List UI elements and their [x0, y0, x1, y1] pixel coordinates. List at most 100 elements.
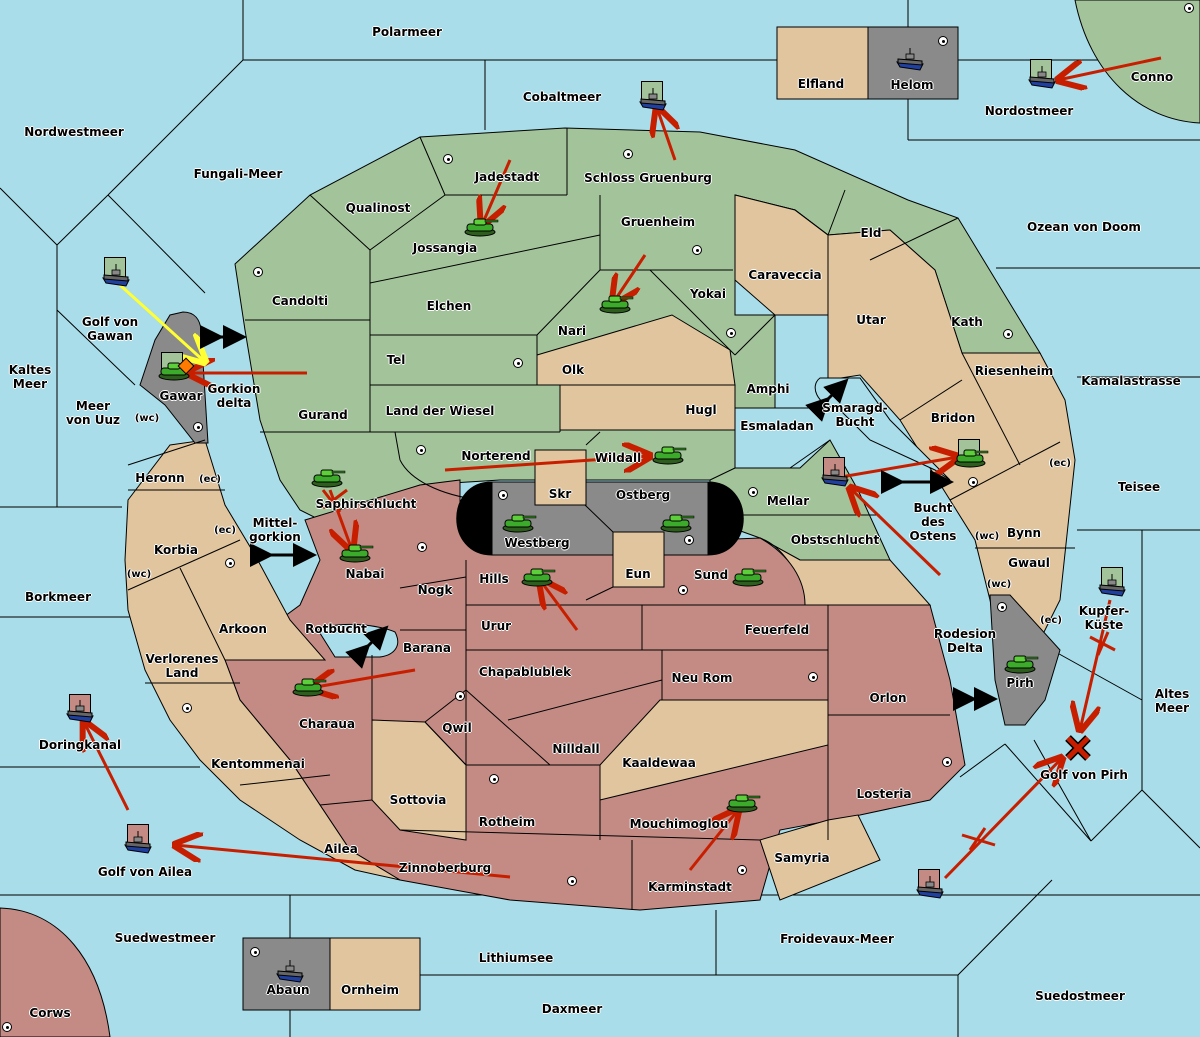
province-label[interactable]: Utar	[856, 313, 886, 327]
province-label[interactable]: Sottovia	[389, 793, 447, 807]
army-unit-sund[interactable]	[729, 566, 767, 590]
fleet-unit-doringkanal[interactable]	[63, 698, 97, 726]
province-label[interactable]: Caraveccia	[748, 268, 822, 282]
province-label[interactable]: Norterend	[461, 449, 531, 463]
sea-label[interactable]: Froidevaux-Meer	[780, 932, 894, 946]
sea-label[interactable]: Kaltes Meer	[8, 363, 52, 391]
province-label[interactable]: Hugl	[685, 403, 717, 417]
fleet-unit-cobaltmeer[interactable]	[636, 86, 670, 114]
province-label[interactable]: Abaun	[266, 983, 310, 997]
sea-label[interactable]: Rotbucht	[305, 622, 367, 636]
sea-label[interactable]: Mittel- gorkion	[249, 516, 301, 544]
province-label[interactable]: Nari	[557, 324, 587, 338]
province-label[interactable]: Kaaldewaa	[622, 756, 696, 770]
province-label[interactable]: Jadestadt	[474, 170, 540, 184]
province-label[interactable]: Amphi	[746, 382, 790, 396]
sea-label[interactable]: Kamalastrasse	[1081, 374, 1181, 388]
sea-label[interactable]: Polarmeer	[372, 25, 442, 39]
province-ornheim[interactable]	[329, 937, 421, 1011]
sea-label[interactable]: Meer von Uuz	[65, 399, 121, 427]
sea-label[interactable]: Rodesion Delta	[933, 627, 997, 655]
province-label[interactable]: Kentommenai	[211, 757, 305, 771]
sea-label[interactable]: Fungali-Meer	[193, 167, 283, 181]
province-label[interactable]: Verlorenes Land	[145, 652, 219, 680]
army-unit-jossangia[interactable]	[461, 216, 499, 240]
province-corws[interactable]	[0, 907, 111, 1037]
sea-label[interactable]: Gorkion delta	[207, 382, 261, 410]
army-unit-westberg[interactable]	[499, 512, 537, 536]
province-label[interactable]: Gruenheim	[620, 215, 696, 229]
province-label[interactable]: Saphirschlucht	[315, 497, 417, 511]
province-label[interactable]: Orlon	[869, 691, 907, 705]
sea-label[interactable]: Borkmeer	[25, 590, 91, 604]
sea-label[interactable]: Kupfer- Küste	[1078, 604, 1130, 632]
province-label[interactable]: Nogk	[417, 583, 453, 597]
province-label[interactable]: Yokai	[689, 287, 727, 301]
province-label[interactable]: Land der Wiesel	[385, 404, 495, 418]
sea-label[interactable]: Altes Meer	[1154, 687, 1190, 715]
army-unit-charaua[interactable]	[289, 676, 327, 700]
province-label[interactable]: Westberg	[504, 536, 570, 550]
army-unit-pirh[interactable]	[1001, 653, 1039, 677]
sea-label[interactable]: Cobaltmeer	[522, 90, 602, 104]
sea-label[interactable]: Lithiumsee	[478, 951, 554, 965]
fleet-unit-abaun[interactable]	[273, 958, 307, 986]
sea-label[interactable]: Ozean von Doom	[1027, 220, 1141, 234]
army-unit-mouchimoglou[interactable]	[723, 792, 761, 816]
province-label[interactable]: Skr	[548, 487, 572, 501]
army-unit-ostberg[interactable]	[657, 512, 695, 536]
province-label[interactable]: Candolti	[271, 294, 329, 308]
province-label[interactable]: Schloss Gruenburg	[584, 171, 712, 185]
fleet-unit-nordostmeer[interactable]	[1025, 64, 1059, 92]
sea-label[interactable]: Bucht des Ostens	[909, 501, 957, 543]
army-unit-hills[interactable]	[518, 566, 556, 590]
province-label[interactable]: Feuerfeld	[744, 623, 810, 637]
province-label[interactable]: Sund	[693, 568, 729, 582]
province-label[interactable]: Ornheim	[341, 983, 399, 997]
province-label[interactable]: Esmaladan	[740, 419, 814, 433]
sea-label[interactable]: Doringkanal	[38, 738, 122, 752]
province-label[interactable]: Barana	[403, 641, 451, 655]
province-label[interactable]: Mouchimoglou	[629, 817, 729, 831]
province-label[interactable]: Nabai	[345, 567, 385, 581]
sea-label[interactable]: Nordwestmeer	[24, 125, 124, 139]
province-label[interactable]: Samyria	[774, 851, 830, 865]
army-unit-nabai[interactable]	[336, 542, 374, 566]
province-label[interactable]: Ailea	[324, 842, 358, 856]
sea-label[interactable]: Golf von Ailea	[97, 865, 193, 879]
province-label[interactable]: Helom	[890, 78, 934, 92]
province-label[interactable]: Neu Rom	[671, 671, 733, 685]
province-label[interactable]: Zinnoberburg	[398, 861, 492, 875]
province-label[interactable]: Elchen	[426, 299, 472, 313]
province-label[interactable]: Obstschlucht	[790, 533, 880, 547]
sea-label[interactable]: Suedwestmeer	[114, 931, 216, 945]
fleet-unit-golf-von-ailea[interactable]	[121, 829, 155, 857]
fleet-unit-suedostmeer[interactable]	[913, 874, 947, 902]
province-label[interactable]: Qwil	[442, 721, 472, 735]
army-unit-bridon[interactable]	[951, 447, 989, 471]
province-label[interactable]: Bynn	[1006, 526, 1042, 540]
province-label[interactable]: Bridon	[930, 411, 976, 425]
province-label[interactable]: Eun	[625, 567, 651, 581]
province-label[interactable]: Corws	[29, 1006, 71, 1020]
province-label[interactable]: Ostberg	[615, 488, 671, 502]
province-label[interactable]: Gwaul	[1008, 556, 1050, 570]
province-label[interactable]: Mellar	[766, 494, 810, 508]
province-label[interactable]: Eld	[860, 226, 882, 240]
province-label[interactable]: Nilldall	[552, 742, 600, 756]
sea-label[interactable]: Teisee	[1117, 480, 1161, 494]
province-label[interactable]: Qualinost	[345, 201, 411, 215]
sea-label[interactable]: Golf von Pirh	[1040, 768, 1128, 782]
province-label[interactable]: Hills	[479, 572, 509, 586]
province-label[interactable]: Chapablublek	[478, 665, 572, 679]
province-label[interactable]: Gawar	[159, 389, 203, 403]
fleet-unit-kupfer-kueste[interactable]	[1095, 572, 1129, 600]
fleet-unit-helom[interactable]	[893, 46, 927, 74]
province-label[interactable]: Heronn	[135, 471, 185, 485]
province-label[interactable]: Karminstadt	[648, 880, 732, 894]
province-label[interactable]: Korbia	[153, 543, 199, 557]
province-label[interactable]: Elfland	[797, 77, 845, 91]
province-label[interactable]: Conno	[1130, 70, 1174, 84]
province-label[interactable]: Tel	[386, 353, 406, 367]
province-label[interactable]: Rotheim	[478, 815, 536, 829]
